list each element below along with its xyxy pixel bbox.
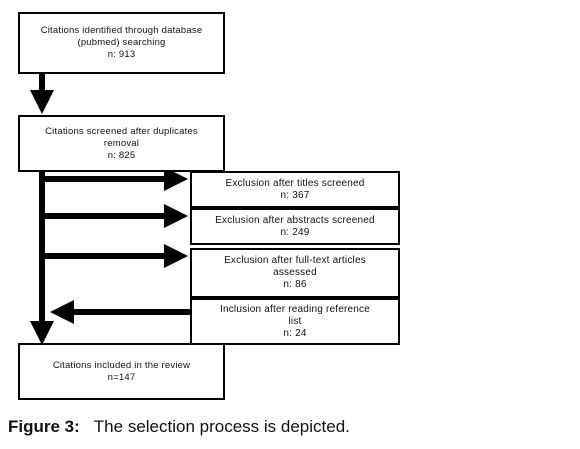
screened-line1: Citations screened after duplicates: [45, 125, 198, 137]
exclusion-titles-box: Exclusion after titles screened n: 367: [190, 171, 400, 208]
exclusion-fulltext-count: n: 86: [283, 279, 307, 290]
caption-label: Figure 3:: [8, 417, 80, 436]
exclusion-abstracts-count: n: 249: [280, 226, 310, 238]
exclusion-titles-label: Exclusion after titles screened: [225, 177, 365, 189]
caption-text: The selection process is depicted.: [93, 417, 350, 436]
included-label: Citations included in the review: [52, 359, 191, 371]
exclusion-abstracts-box: Exclusion after abstracts screened n: 24…: [190, 208, 400, 245]
screened-line2: removal: [103, 137, 140, 149]
inclusion-reference-box: Inclusion after reading reference list n…: [190, 298, 400, 345]
exclusion-fulltext-line2: assessed: [273, 267, 317, 278]
inclusion-reference-line2: list: [288, 315, 302, 327]
inclusion-reference-line1: Inclusion after reading reference: [219, 303, 371, 315]
exclusion-titles-count: n: 367: [280, 189, 310, 201]
identified-line2: (pubmed) searching: [77, 37, 166, 48]
screened-box: Citations screened after duplicates remo…: [18, 115, 225, 172]
screened-count: n: 825: [107, 149, 136, 161]
identified-box: Citations identified through database (p…: [18, 12, 225, 74]
inclusion-reference-count: n: 24: [283, 327, 307, 339]
exclusion-abstracts-label: Exclusion after abstracts screened: [215, 214, 375, 226]
identified-count: n: 913: [107, 49, 136, 60]
included-count: n=147: [107, 371, 136, 383]
included-box: Citations included in the review n=147: [18, 343, 225, 400]
exclusion-fulltext-box: Exclusion after full-text articles asses…: [190, 248, 400, 298]
exclusion-fulltext-line1: Exclusion after full-text articles: [224, 255, 366, 266]
identified-line1: Citations identified through database: [40, 25, 203, 36]
figure-caption: Figure 3: The selection process is depict…: [8, 417, 350, 437]
